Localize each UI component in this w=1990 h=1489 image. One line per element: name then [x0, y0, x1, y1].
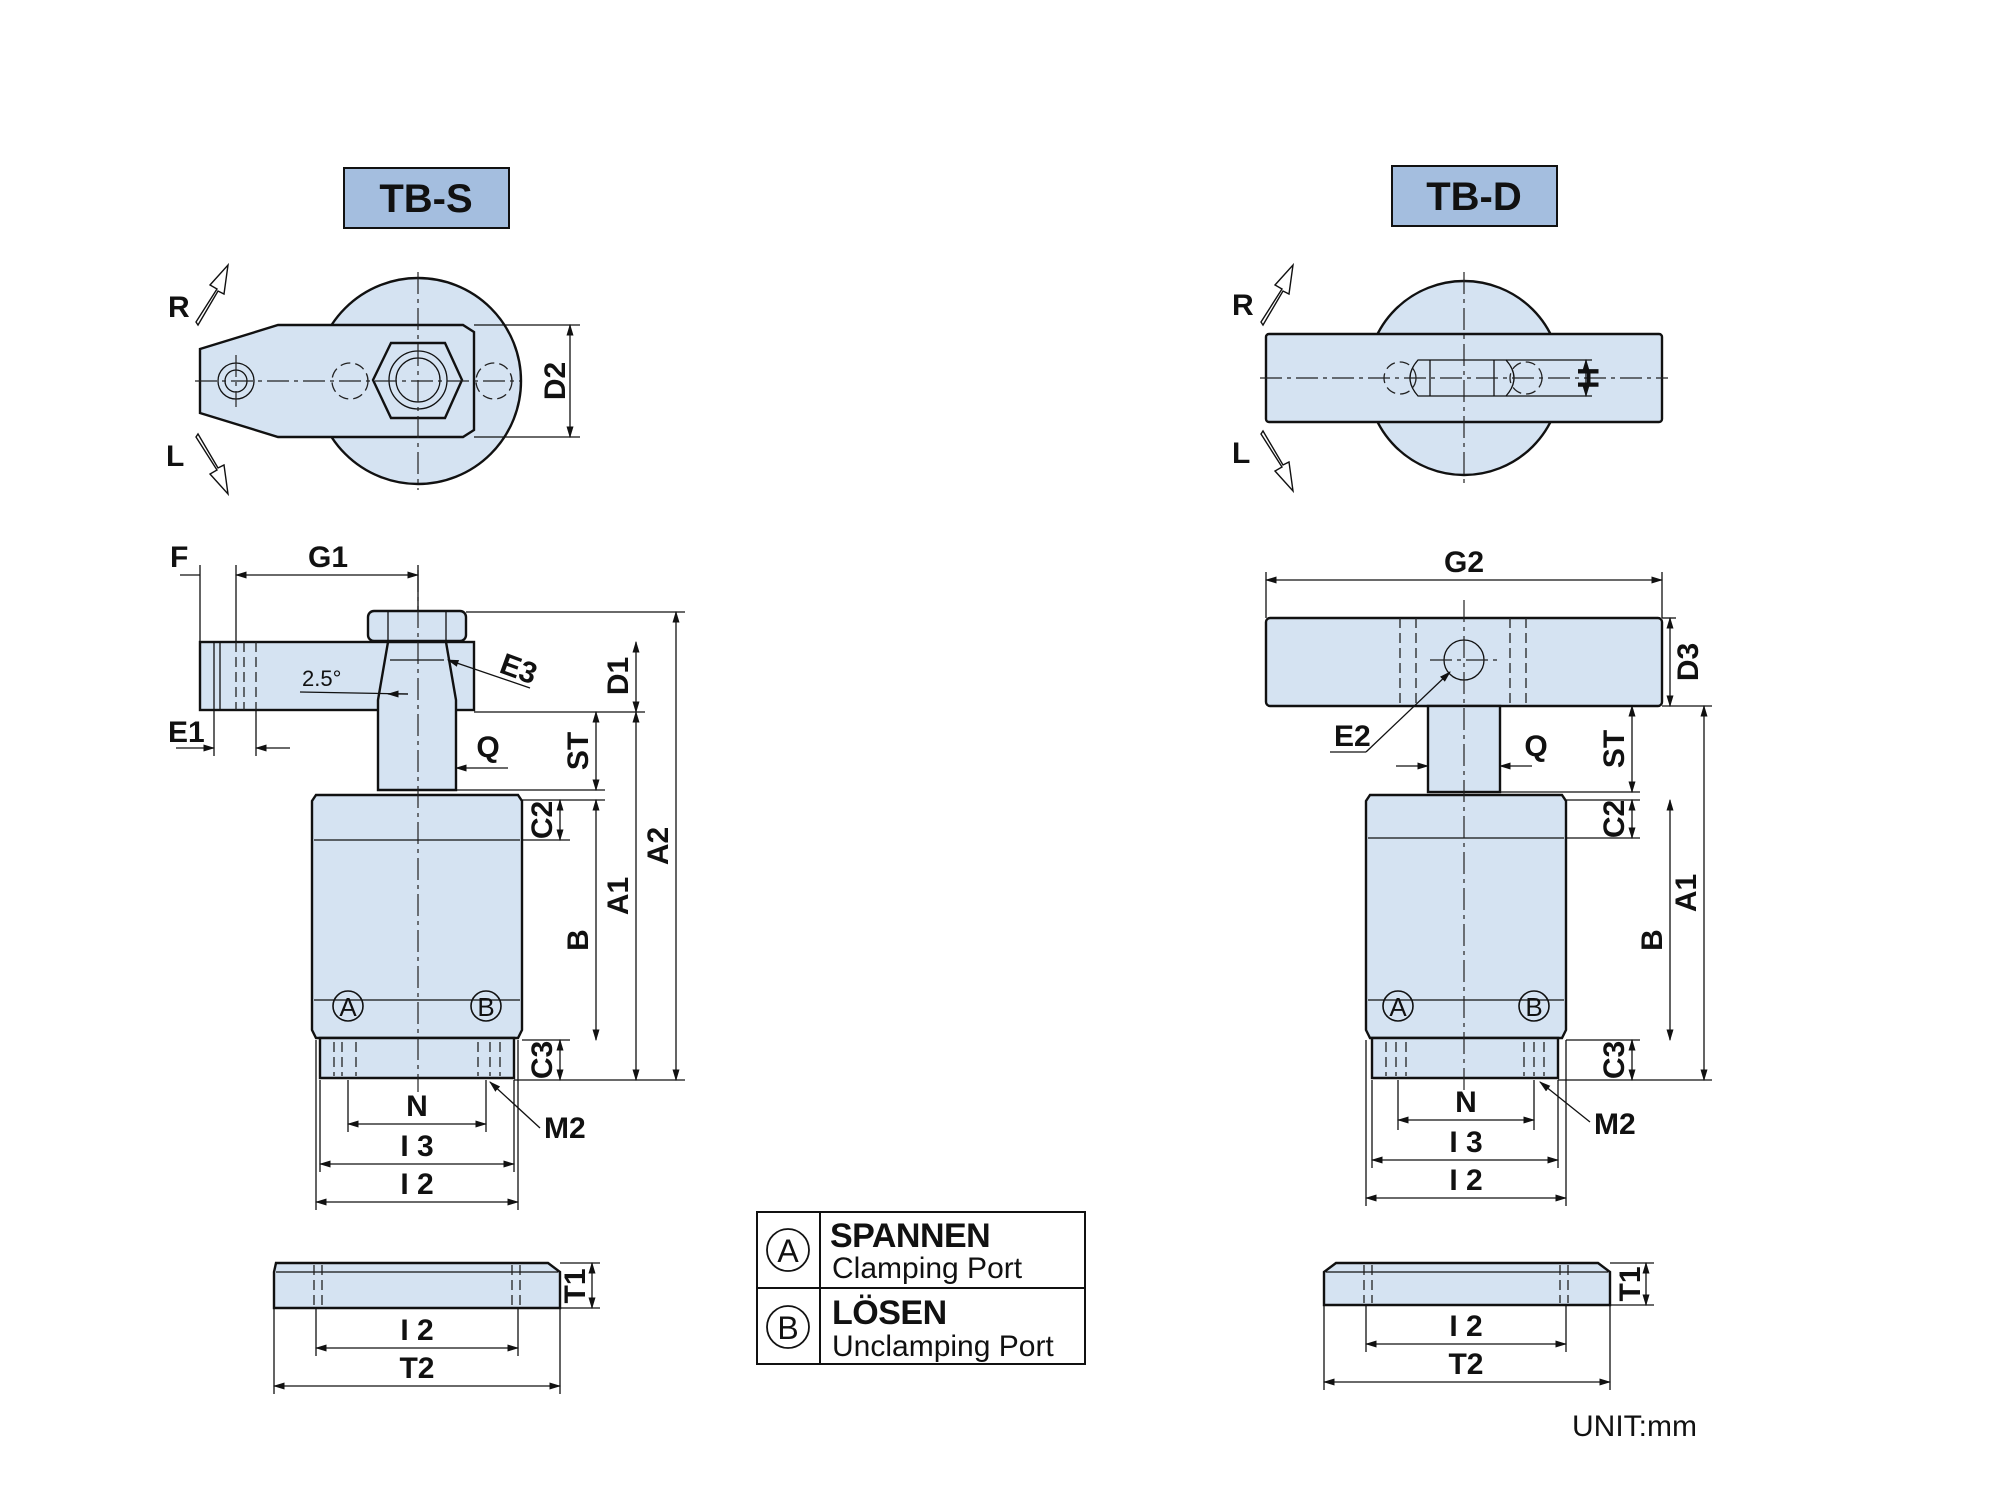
title-tb-d-box: TB-D [1391, 165, 1558, 227]
tb-d-ports: A B [1382, 990, 1550, 1022]
tb-d-rotation-arrows: R L [1232, 262, 1295, 494]
label-q-right: Q [1524, 730, 1547, 763]
label-e3: E3 [496, 648, 542, 692]
label-i3-right: I 3 [1449, 1126, 1482, 1159]
title-tb-s-box: TB-S [343, 167, 510, 229]
label-d3: D3 [1672, 643, 1705, 681]
label-t1-left: T1 [559, 1268, 592, 1303]
label-m2-right: M2 [1594, 1108, 1636, 1141]
legend-row-a: A SPANNEN Clamping Port [766, 1217, 1023, 1285]
label-a1-right: A1 [1670, 874, 1703, 912]
label-i3-left: I 3 [400, 1130, 433, 1163]
label-l-right: L [1232, 437, 1250, 470]
label-st-right: ST [1598, 730, 1631, 768]
legend-text-a: Clamping Port [832, 1252, 1023, 1285]
label-i2-flange-right: I 2 [1449, 1310, 1482, 1343]
label-q-left: Q [476, 731, 499, 764]
label-b-left: B [562, 929, 595, 951]
label-n-right: N [1455, 1086, 1477, 1119]
label-d2: D2 [539, 362, 572, 400]
tb-s-top-view [195, 272, 523, 490]
label-r-right: R [1232, 289, 1254, 322]
label-st-left: ST [562, 732, 595, 770]
port-b-right: B [1525, 992, 1542, 1022]
tb-s-side-view [198, 570, 524, 1092]
tb-d-flange: T1 I 2 T2 [1322, 1261, 1654, 1390]
label-t2-right: T2 [1448, 1348, 1483, 1381]
port-legend: A SPANNEN Clamping Port B LÖSEN Unclampi… [756, 1211, 1086, 1365]
label-e2: E2 [1334, 720, 1371, 753]
label-g1: G1 [308, 541, 348, 574]
legend-symbol-a: A [777, 1233, 799, 1269]
label-i2-left: I 2 [400, 1168, 433, 1201]
title-tb-s: TB-S [379, 177, 472, 221]
label-g2: G2 [1444, 546, 1484, 579]
label-i2-right: I 2 [1449, 1164, 1482, 1197]
port-a-right: A [1389, 992, 1407, 1022]
label-h: H [1571, 367, 1604, 389]
tb-s-ports: A B [332, 990, 502, 1022]
label-d1: D1 [602, 657, 635, 695]
dim-h: H [1506, 358, 1604, 398]
label-a1-left: A1 [602, 877, 635, 915]
label-c3-left: C3 [526, 1041, 559, 1079]
legend-symbol-b: B [777, 1310, 798, 1346]
label-c2-right: C2 [1598, 800, 1631, 838]
label-t2-left: T2 [399, 1352, 434, 1385]
label-angle: 2.5° [302, 666, 341, 691]
label-n-left: N [406, 1090, 428, 1123]
legend-text-b: Unclamping Port [832, 1330, 1054, 1363]
label-a2: A2 [642, 827, 675, 865]
legend-row-b: B LÖSEN Unclamping Port [766, 1294, 1054, 1363]
label-c2-left: C2 [526, 801, 559, 839]
title-tb-d: TB-D [1426, 175, 1522, 219]
tb-d-side-view [1264, 600, 1664, 1092]
label-e1: E1 [168, 716, 205, 749]
label-f: F [170, 541, 188, 574]
legend-heading-b: LÖSEN [832, 1294, 947, 1332]
label-m2-left: M2 [544, 1112, 586, 1145]
unit-label: UNIT:mm [1572, 1410, 1697, 1443]
label-t1-right: T1 [1614, 1266, 1647, 1301]
port-b-left: B [477, 992, 494, 1022]
label-c3-right: C3 [1598, 1041, 1631, 1079]
tb-d-dimensions: G2 E2 Q D3 ST C2 B C3 A1 [1264, 546, 1712, 1206]
label-r-left: R [168, 291, 190, 324]
tb-s-dimensions: F G1 E1 2.5° E3 Q D1 ST C2 [168, 541, 685, 1210]
label-i2-flange-left: I 2 [400, 1314, 433, 1347]
dim-d2: D2 [474, 323, 580, 439]
port-a-left: A [339, 992, 357, 1022]
legend-heading-a: SPANNEN [830, 1217, 990, 1255]
label-b-right: B [1636, 929, 1669, 951]
label-l-left: L [166, 440, 184, 473]
tb-d-top-view [1260, 272, 1668, 484]
tb-s-rotation-arrows: R L [166, 262, 230, 497]
tb-s-flange: T1 I 2 T2 [272, 1261, 600, 1394]
